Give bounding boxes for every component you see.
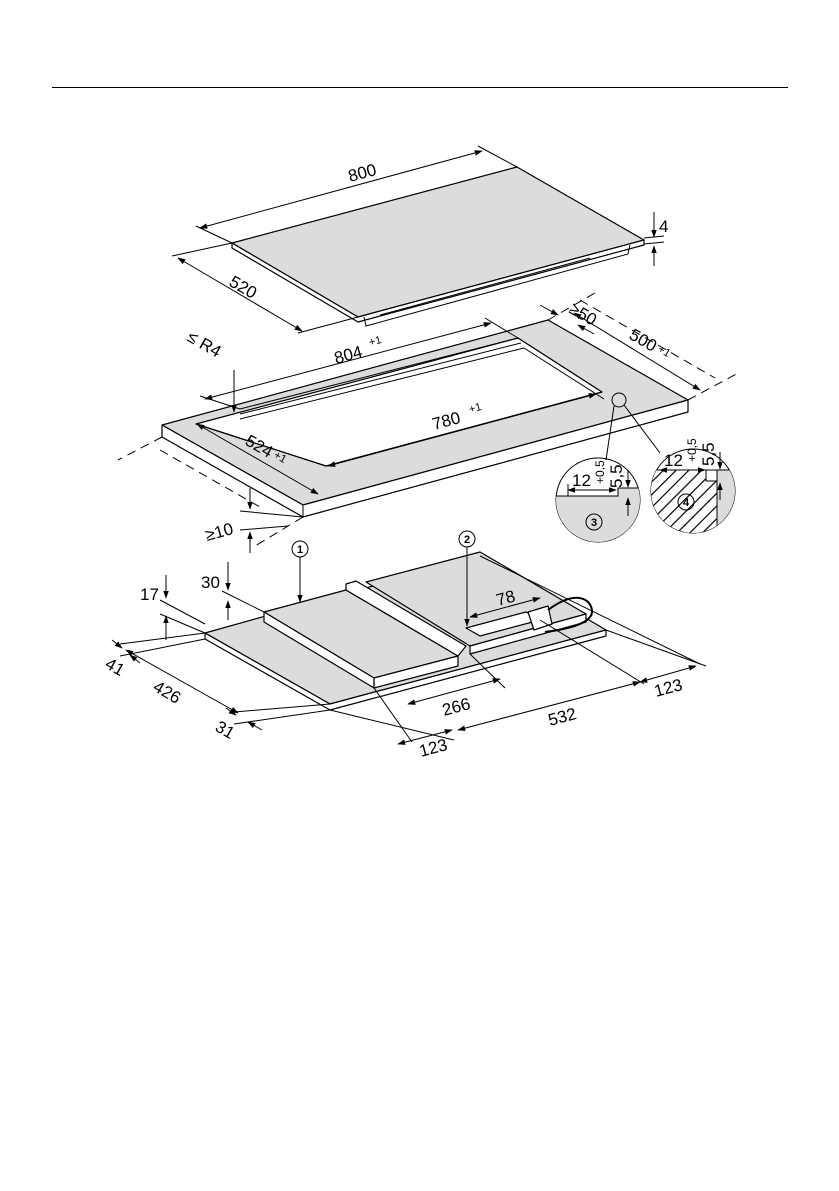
dim-inner-width-label: 780 — [430, 408, 462, 434]
dim-123-right-label: 123 — [652, 675, 684, 701]
marker-2: 2 — [458, 530, 476, 627]
dim-inner-depth-tol: +1 — [272, 449, 289, 466]
dim-inner-width-tol: +1 — [468, 401, 483, 416]
dim-266-label: 266 — [440, 694, 472, 720]
dim-underside-123-bottom: 123 — [397, 729, 453, 761]
dim-outer-width-tol: +1 — [368, 334, 383, 349]
detail-4-height: 5,5 — [699, 442, 718, 466]
dim-17-label: 17 — [140, 585, 159, 604]
dim-underside-30: 30 — [201, 562, 265, 620]
hob-underside — [119, 551, 707, 743]
dim-underside-17: 17 — [140, 575, 206, 640]
dim-outer-depth-label: 500 — [626, 325, 660, 356]
dim-underside-532: 532 — [457, 681, 641, 731]
dim-underside-78: 78 — [469, 587, 541, 618]
dim-hob-width-label: 800 — [346, 160, 378, 186]
dim-123-bottom-label: 123 — [417, 735, 449, 761]
detail-3-marker — [585, 513, 603, 531]
dim-underside-123-right: 123 — [639, 665, 697, 701]
dim-31-label: 31 — [212, 717, 238, 743]
dim-corner-radius-label: ≤ R4 — [184, 327, 225, 361]
detail-4-width: 12 — [664, 451, 683, 470]
detail-3-marker-label: 3 — [591, 517, 597, 529]
power-cable — [544, 597, 593, 633]
detail-4-marker — [677, 493, 695, 511]
detail-3-width: 12 — [572, 471, 591, 490]
dim-78-label: 78 — [494, 587, 517, 610]
page-header-rule — [52, 87, 788, 88]
dim-hob-depth-label: 520 — [226, 272, 260, 303]
dim-outer-width: 804 +1 — [199, 317, 519, 410]
underside-rib — [345, 580, 467, 657]
marker-1: 1 — [291, 540, 309, 603]
detail-3: 12 +0,5 5,5 3 — [555, 457, 641, 543]
dim-30-label: 30 — [201, 573, 220, 592]
detail-3-width-tol: +0,5 — [593, 460, 607, 484]
detail-locator — [611, 392, 627, 408]
detail-4-marker-label: 4 — [683, 497, 690, 509]
detail-4-width-tol: +0,5 — [685, 438, 699, 462]
dim-532-label: 532 — [546, 704, 578, 730]
dim-min-front-label: ≥10 — [203, 519, 235, 545]
hob-top-surface — [231, 166, 645, 318]
svg-text:1: 1 — [297, 544, 303, 556]
dim-underside-31: 31 — [212, 707, 263, 743]
worktop-cutout — [117, 289, 741, 547]
dim-underside-426: 426 — [125, 649, 239, 714]
dim-hob-thickness: 4 — [643, 212, 668, 266]
dim-hob-thickness-label: 4 — [659, 217, 668, 236]
detail-3-height: 5,5 — [607, 464, 626, 488]
svg-text:2: 2 — [464, 534, 470, 546]
detail-4: 12 +0,5 5,5 4 — [650, 438, 736, 534]
dim-outer-depth-tol: +1 — [656, 343, 673, 360]
dim-426-label: 426 — [150, 677, 184, 708]
dim-underside-41: 41 — [102, 639, 141, 680]
hob-top-base — [363, 244, 631, 327]
dim-41-label: 41 — [102, 654, 128, 680]
dim-outer-width-label: 804 — [332, 342, 364, 368]
dim-min-rear-label: ≥50 — [566, 299, 600, 330]
